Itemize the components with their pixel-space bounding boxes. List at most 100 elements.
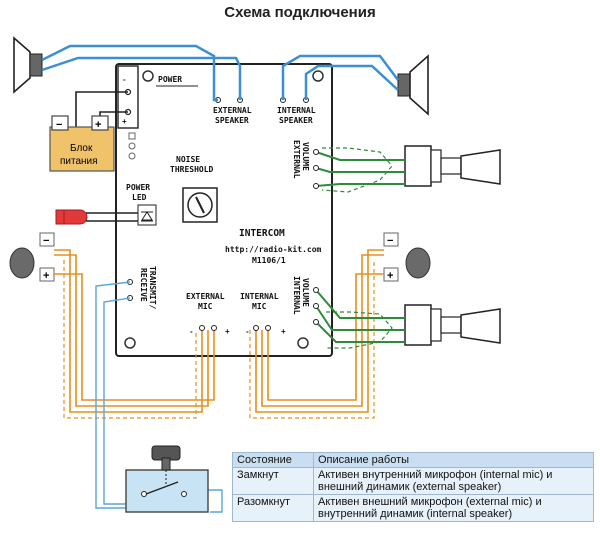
volume-internal-pot (404, 304, 501, 346)
transmit-label-1: TRANSMIT/ (148, 266, 157, 310)
table-header-description: Описание работы (313, 452, 594, 468)
speaker-wire (41, 44, 218, 102)
volume-internal-label-2: INTERNAL (292, 276, 301, 315)
mount-hole (142, 70, 154, 82)
internal-mic-label-2: MIC (252, 302, 267, 311)
mic-right-minus: − (387, 235, 393, 247)
mic-wire (54, 249, 203, 413)
pot-wire (315, 183, 405, 187)
psu-label-1: Блок (70, 143, 93, 154)
power-terminal (117, 65, 139, 129)
power-minus-label: - (123, 75, 126, 84)
int-mic-minus: - (246, 327, 249, 336)
pot-pad (313, 165, 319, 171)
board-url: http://radio-kit.com (225, 244, 322, 254)
power-led-label-2: LED (132, 193, 147, 202)
pot-wire (315, 321, 405, 343)
mic-right-plus: + (387, 270, 393, 282)
speaker-wire (41, 56, 242, 100)
power-label: POWER (158, 75, 182, 84)
switch-wire (196, 489, 223, 513)
pcb-board (115, 63, 333, 357)
transmit-label-2: RECEIVE (139, 268, 148, 302)
mic-wire (261, 254, 384, 407)
volume-external-label-2: EXTERNAL (292, 140, 301, 179)
pot-pad (313, 319, 319, 325)
pot-pad (313, 303, 319, 309)
pot-wire (315, 151, 405, 161)
mic-minus-terminal (39, 232, 55, 247)
internal-mic-icon (405, 247, 431, 279)
mount-hole (124, 337, 136, 349)
board-name: INTERCOM (239, 228, 285, 239)
diagram-title: Схема подключения (224, 4, 376, 21)
table-cell-state: Разомкнут (232, 494, 314, 522)
table-header-state: Состояние (232, 452, 314, 468)
external-speaker-label-1: EXTERNAL (213, 106, 252, 115)
pot-pad (313, 149, 319, 155)
pot-shield (326, 311, 393, 349)
table-cell-description: Активен внешний микрофон (external mic) … (313, 494, 594, 522)
ext-mic-minus: - (190, 327, 193, 336)
switch-wire (103, 297, 131, 505)
transmit-switch-icon (125, 445, 209, 513)
pot-pad (313, 183, 319, 189)
table-row: Замкнут Активен внутренний микрофон (int… (232, 467, 594, 495)
psu-plus-label: + (95, 119, 101, 131)
pot-wire (315, 167, 405, 173)
psu-minus-terminal (51, 115, 69, 131)
speaker-wire (281, 54, 399, 100)
power-wire (75, 91, 128, 127)
mic-pad (199, 325, 205, 331)
internal-speaker-label-1: INTERNAL (277, 106, 316, 115)
state-table: Состояние Описание работы Замкнут Активе… (232, 452, 594, 522)
mic-wire (54, 273, 215, 401)
mic-pad (253, 325, 259, 331)
internal-mic-label-1: INTERNAL (240, 292, 279, 301)
external-mic-label-1: EXTERNAL (186, 292, 225, 301)
power-led-label-1: POWER (126, 183, 150, 192)
noise-label-2: THRESHOLD (170, 165, 214, 174)
pot-shield (321, 147, 393, 193)
mic-pad (211, 325, 217, 331)
noise-label-1: NOISE (176, 155, 200, 164)
volume-internal-label-1: VOLUME (301, 278, 310, 307)
mic-left-plus: + (43, 270, 49, 282)
volume-external-pot (404, 145, 501, 187)
mic-pad (265, 325, 271, 331)
internal-speaker-label-2: SPEAKER (279, 116, 313, 125)
external-mic-label-2: MIC (198, 302, 213, 311)
psu-minus-label: − (56, 119, 62, 131)
mount-hole (312, 70, 324, 82)
table-cell-description: Активен внутренний микрофон (internal mi… (313, 467, 594, 495)
table-row: Разомкнут Активен внешний микрофон (exte… (232, 494, 594, 522)
table-header-row: Состояние Описание работы (232, 452, 594, 468)
internal-speaker-icon (397, 54, 429, 116)
external-speaker-label-2: SPEAKER (215, 116, 249, 125)
int-mic-plus: + (281, 327, 286, 336)
pad (128, 152, 136, 160)
ext-mic-plus: + (225, 327, 230, 336)
pad (128, 142, 136, 150)
diode-icon (141, 211, 153, 222)
mic-shield (63, 260, 197, 419)
switch-wire (95, 281, 131, 509)
board-model: M1106/1 (252, 256, 286, 265)
mic-wire (267, 273, 384, 401)
trimmer-slot (195, 196, 205, 214)
pot-pad (313, 287, 319, 293)
led-icon (55, 209, 88, 225)
external-speaker-icon (13, 36, 43, 94)
mic-shield (249, 262, 375, 419)
external-mic-icon (9, 247, 35, 279)
power-plus-label: + (122, 117, 127, 126)
mic-wire (54, 254, 209, 407)
mic-left-minus: − (43, 235, 49, 247)
psu-plus-terminal (91, 115, 109, 131)
pad (128, 132, 136, 140)
psu-label-2: питания (60, 156, 98, 167)
table-cell-state: Замкнут (232, 467, 314, 495)
pot-wire (315, 305, 405, 331)
speaker-wire (304, 64, 399, 100)
